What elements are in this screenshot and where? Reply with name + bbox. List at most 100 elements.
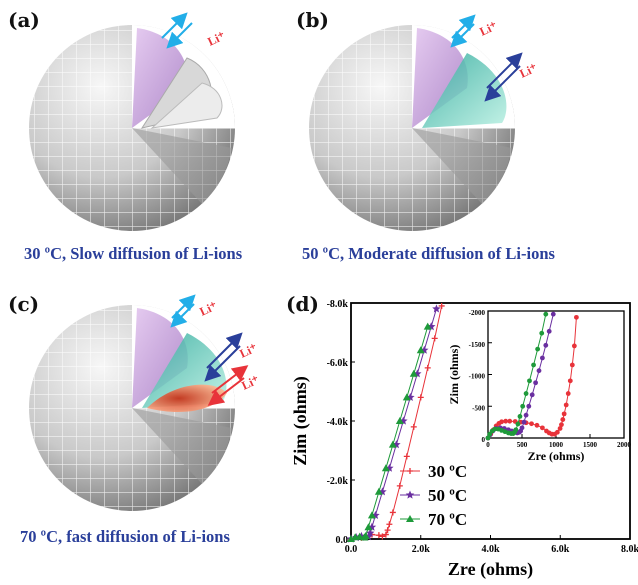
main-chart-point	[365, 528, 375, 537]
inset-chart-point	[485, 435, 491, 441]
inset-chart-point	[561, 411, 567, 417]
inset-chart-point	[520, 403, 526, 409]
svg-text:Li⁺: Li⁺	[239, 373, 261, 393]
sphere-c: Li⁺ Li⁺ Li⁺	[29, 294, 261, 511]
svg-text:Li⁺: Li⁺	[237, 341, 259, 361]
inset-chart-point	[507, 418, 513, 424]
inset-chart-point	[536, 368, 542, 374]
legend-label: 50 ºC	[428, 486, 467, 505]
main-chart-point	[382, 531, 389, 538]
inset-chart-point	[492, 426, 498, 432]
main-chart-series-line-0	[350, 305, 443, 540]
inset-chart-point	[529, 421, 534, 427]
main-chart-point	[424, 364, 431, 371]
main-chart-point	[381, 464, 390, 472]
main-chart-ylabel: Zim (ohms)	[290, 376, 311, 466]
panel-label-c: (c)	[8, 292, 40, 316]
inset-chart-point	[526, 403, 532, 409]
main-chart-point	[379, 533, 386, 540]
panel-label-d: (d)	[286, 292, 319, 316]
main-chart-xtick-label: 6.0k	[551, 544, 570, 555]
main-chart-point	[384, 527, 391, 534]
legend-marker	[407, 468, 413, 474]
main-chart-point	[416, 346, 425, 354]
inset-chart-xlabel: Zre (ohms)	[528, 449, 585, 463]
legend-marker	[405, 490, 415, 499]
main-chart-point	[375, 532, 382, 539]
main-chart-point	[438, 302, 445, 309]
sphere-a: Li⁺	[29, 12, 235, 231]
inset-chart-point	[574, 314, 579, 320]
panel-label-b: (b)	[296, 8, 329, 32]
caption-c: 70 ºC, fast diffusion of Li-ions	[20, 527, 230, 546]
main-chart-ytick-label: -2.0k	[327, 476, 349, 487]
inset-chart-point	[521, 419, 527, 425]
main-chart-point	[432, 304, 441, 313]
inset-chart-point	[560, 417, 566, 422]
main-chart-point	[423, 322, 432, 330]
inset-chart-point	[533, 380, 538, 386]
inset-chart-point	[543, 311, 549, 317]
inset-chart-point	[569, 362, 575, 368]
inset-chart-point	[529, 392, 535, 398]
main-chart-ytick-label: -4.0k	[327, 417, 349, 428]
inset-chart-point	[543, 342, 549, 348]
main-chart-xtick-label: 0.0	[345, 544, 358, 555]
main-chart-point	[389, 509, 396, 516]
inset-chart-ytick-label: 0	[482, 436, 486, 444]
inset-chart-point	[550, 311, 556, 317]
inset-chart-point	[519, 425, 525, 431]
inset-chart-point	[557, 426, 563, 431]
main-chart-point	[367, 511, 376, 519]
inset-chart-xtick-label: 0	[486, 441, 490, 449]
main-chart-point	[388, 440, 397, 448]
main-chart-point	[395, 417, 404, 424]
main-chart-point	[410, 423, 417, 430]
main-chart-xtick-label: 2.0k	[412, 544, 431, 555]
inset-chart-point	[535, 346, 541, 352]
main-chart-point	[396, 482, 403, 489]
inset-chart-point	[540, 425, 545, 431]
inset-chart-point	[515, 421, 521, 427]
main-chart-point	[374, 487, 383, 495]
caption-b: 50 ºC, Moderate diffusion of Li-ions	[302, 244, 555, 263]
inset-chart-point	[540, 355, 545, 361]
inset-chart-point	[517, 414, 523, 419]
inset-chart-point	[546, 328, 552, 334]
shell-lilac	[132, 28, 188, 128]
legend-marker	[406, 515, 414, 522]
inset-chart-point	[503, 418, 509, 424]
svg-text:Li⁺: Li⁺	[477, 19, 499, 39]
inset-chart-ytick-label: -500	[472, 404, 485, 412]
inset-chart-xtick-label: 2000	[617, 441, 632, 449]
inset-chart-point	[499, 419, 504, 425]
inset-chart-xtick-label: 500	[517, 441, 528, 449]
ion-label-a: Li⁺	[205, 29, 227, 49]
main-chart-xtick-label: 4.0k	[481, 544, 500, 555]
legend-label: 30 ºC	[428, 462, 467, 481]
caption-a: 30 ºC, Slow diffusion of Li-ions	[24, 244, 243, 263]
inset-chart-point	[567, 378, 573, 384]
inset-chart-xtick-label: 1000	[549, 441, 564, 449]
legend-label: 70 ºC	[428, 510, 467, 529]
main-chart-point	[347, 535, 355, 542]
main-chart-point	[371, 510, 380, 519]
svg-text:Li⁺: Li⁺	[197, 299, 219, 319]
main-chart-point	[364, 523, 373, 531]
main-chart-point	[426, 322, 436, 331]
main-chart-point	[409, 369, 418, 377]
main-chart-point	[417, 394, 424, 401]
inset-chart-point	[563, 402, 569, 408]
inset-chart-point	[554, 429, 560, 435]
inset-chart-point	[534, 422, 540, 428]
main-chart-point	[385, 463, 394, 472]
main-chart-point	[386, 521, 393, 528]
inset-chart-point	[523, 391, 529, 396]
inset-chart-point	[531, 362, 536, 368]
main-chart-ytick-label: -6.0k	[327, 358, 349, 369]
inset-chart-point	[559, 422, 564, 428]
main-chart-ytick-label: -8.0k	[327, 299, 349, 310]
